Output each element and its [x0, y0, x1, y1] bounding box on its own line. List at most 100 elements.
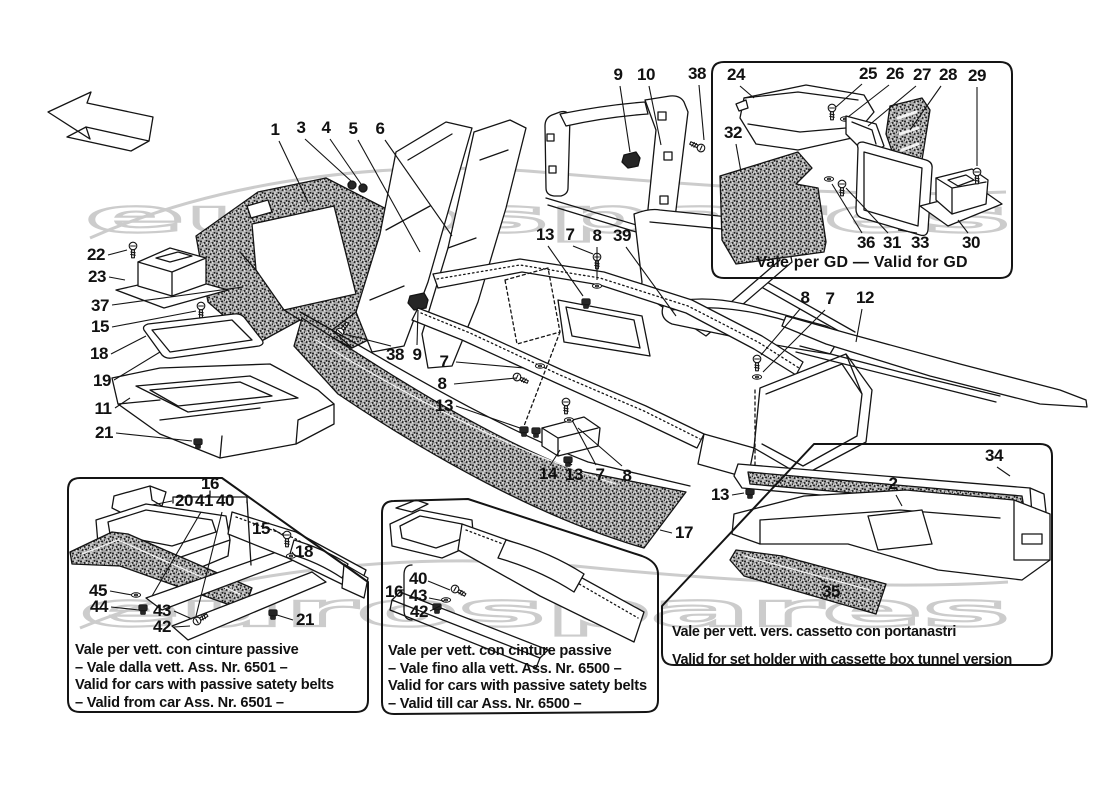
callout-42: 42	[153, 617, 171, 636]
leader-line-13	[731, 492, 745, 496]
callout-7: 7	[439, 352, 449, 371]
inset-gd-parts	[719, 84, 1003, 265]
callout-34: 34	[985, 446, 1003, 465]
leader-line-1	[278, 140, 309, 203]
callout-30: 30	[962, 233, 980, 252]
caption-line: Valid for set holder with cassette box t…	[672, 651, 1012, 668]
leader-line-42	[429, 605, 441, 612]
callout-5: 5	[348, 119, 358, 138]
callout-42: 42	[410, 602, 428, 621]
callout-12: 12	[856, 288, 874, 307]
leader-line-21	[276, 614, 294, 621]
leader-line-41	[151, 511, 202, 597]
callout-19: 19	[93, 371, 111, 390]
callout-31: 31	[883, 233, 901, 252]
part-console-tray	[111, 363, 335, 459]
caption-line: Vale per vett. con cinture passive	[388, 643, 612, 659]
caption-line: – Vale fino alla vett. Ass. Nr. 6500 –	[388, 660, 622, 677]
leader-line-18	[110, 335, 147, 355]
leader-line-15	[111, 310, 197, 328]
callout-28: 28	[939, 65, 957, 84]
caption-line: – Valid till car Ass. Nr. 6500 –	[388, 695, 582, 712]
part-fasteners-midleft	[333, 292, 429, 339]
callout-40: 40	[409, 569, 427, 588]
callout-9: 9	[613, 65, 623, 84]
callout-39: 39	[613, 226, 631, 245]
leader-line-9	[416, 309, 419, 346]
inset-belts-till-box	[381, 498, 659, 715]
caption-line: Valid for cars with passive satety belts	[75, 677, 334, 694]
leader-line-7	[571, 419, 597, 466]
callout-11: 11	[94, 399, 112, 418]
caption-line: Valid for cars with passive satety belts	[388, 678, 647, 695]
callout-13: 13	[536, 225, 554, 244]
inset-belts-from-parts	[69, 485, 369, 641]
leader-line-38	[343, 333, 392, 347]
inset-belts-till-caption: Vale per vett. con cinture passive – Val…	[388, 643, 660, 713]
leader-line-18	[291, 551, 296, 557]
callout-20: 20	[175, 491, 193, 510]
leader-line-43	[428, 597, 445, 602]
callout-44: 44	[90, 597, 108, 616]
callout-32: 32	[724, 123, 742, 142]
callout-23: 23	[88, 267, 106, 286]
callout-26: 26	[886, 64, 904, 83]
callout-45: 45	[89, 581, 107, 600]
callout-13: 13	[711, 485, 729, 504]
leader-line-37	[111, 286, 244, 306]
leader-line-32	[735, 143, 742, 173]
leader-line-14	[550, 449, 561, 465]
callout-13: 13	[565, 465, 583, 484]
callout-21: 21	[95, 423, 113, 442]
leader-line-40	[427, 580, 451, 591]
caption-line: Vale per vett. con cinture passive	[75, 642, 299, 658]
leader-line-38	[698, 84, 705, 141]
callout-leader-lines	[107, 83, 1011, 628]
inset-cassette-caption: Vale per vett. vers. cassetto con portan…	[672, 619, 1052, 674]
callout-24: 24	[727, 65, 745, 84]
leader-line-8	[453, 377, 517, 385]
leader-line-21	[115, 432, 193, 442]
callout-16: 16	[385, 582, 403, 601]
leader-line-2	[895, 494, 903, 507]
callout-33: 33	[911, 233, 929, 252]
leader-line-11	[114, 397, 131, 409]
inset-gd-box	[711, 61, 1013, 279]
leader-line-28	[909, 85, 942, 131]
callout-22: 22	[87, 245, 105, 264]
leader-line-3	[304, 138, 352, 182]
leader-line-12	[855, 308, 863, 343]
callout-43: 43	[409, 586, 427, 605]
leader-line-8	[760, 308, 801, 356]
leader-line-30	[957, 219, 969, 234]
leader-line-34	[996, 466, 1011, 477]
callout-15: 15	[91, 317, 109, 336]
callout-29: 29	[968, 66, 986, 85]
callout-3: 3	[296, 118, 306, 137]
callout-18: 18	[295, 542, 313, 561]
callout-8: 8	[592, 226, 602, 245]
leader-line-20	[151, 500, 173, 506]
callout-18: 18	[90, 344, 108, 363]
leader-line-33	[897, 229, 918, 234]
leader-line-22	[107, 249, 128, 256]
callout-38: 38	[688, 64, 706, 83]
leader-line-9	[619, 85, 631, 153]
callout-13: 13	[435, 396, 453, 415]
part-mounting-frame	[544, 95, 856, 339]
callout-9: 9	[412, 345, 422, 364]
leader-line-45	[109, 590, 133, 596]
callout-7: 7	[595, 465, 605, 484]
callout-6: 6	[375, 119, 385, 138]
callout-7: 7	[825, 289, 835, 308]
leader-line-36	[831, 183, 863, 234]
callout-16: 16	[201, 474, 219, 493]
leader-line-13	[547, 245, 584, 297]
callout-43: 43	[153, 601, 171, 620]
callout-21: 21	[296, 610, 314, 629]
leader-line-39	[625, 246, 677, 317]
callout-27: 27	[913, 65, 931, 84]
leader-line-35	[817, 577, 828, 584]
